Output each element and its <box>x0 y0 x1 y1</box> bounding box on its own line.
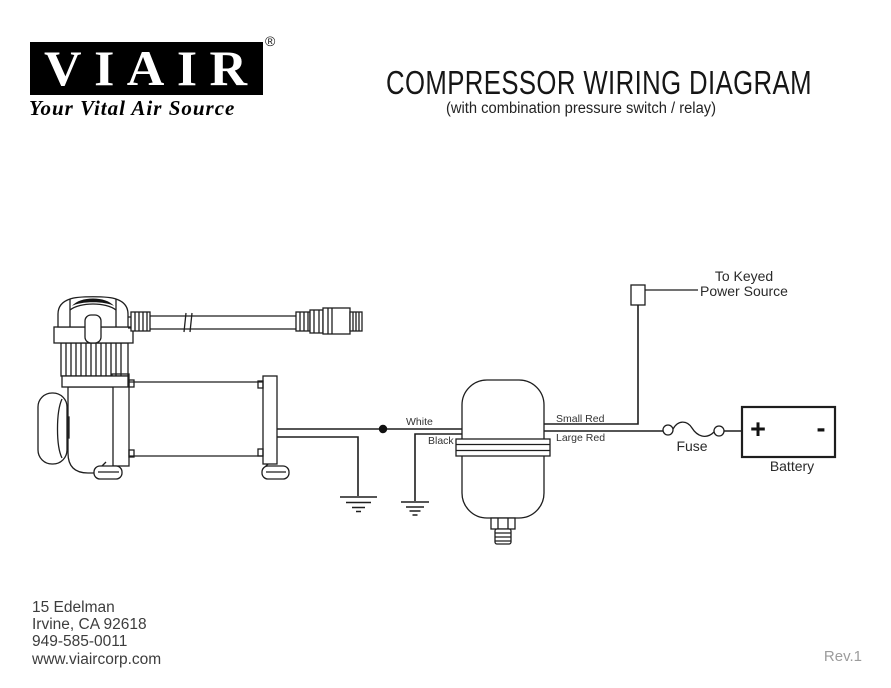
address-line-2: Irvine, CA 92618 <box>32 616 147 634</box>
page-title: COMPRESSOR WIRING DIAGRAM <box>386 64 812 101</box>
viair-logo-tagline: Your Vital Air Source <box>29 96 236 120</box>
pressure-switch-illustration <box>455 379 551 545</box>
keyed-power-label-line1: To Keyed <box>715 268 773 284</box>
wire-compressor-ground <box>277 436 359 496</box>
company-address-block: 15 Edelman Irvine, CA 92618 949-585-0011… <box>32 599 161 668</box>
leader-hose-illustration <box>128 307 363 335</box>
keyed-power-label-line2: Power Source <box>700 283 788 299</box>
viair-logo-brand: VIAIR <box>43 40 260 96</box>
wire-label-small-red: Small Red <box>556 413 605 425</box>
battery-label: Battery <box>770 458 814 474</box>
registered-trademark-icon: ® <box>265 33 276 49</box>
website-url: www.viaircorp.com <box>32 650 162 668</box>
wire-label-large-red: Large Red <box>556 432 605 444</box>
wire-small-red <box>544 305 639 425</box>
fuse-label: Fuse <box>676 438 707 454</box>
page-subtitle: (with combination pressure switch / rela… <box>445 100 717 117</box>
battery-symbol: + - <box>740 405 837 459</box>
ground-symbol-right <box>401 501 429 516</box>
compressor-illustration <box>37 296 290 480</box>
ground-symbol-left <box>340 496 377 513</box>
wire-label-white: White <box>406 416 433 428</box>
wire-black <box>414 433 462 501</box>
revision-label: Rev.1 <box>823 648 862 665</box>
fuse-symbol <box>662 421 742 438</box>
phone-number: 949-585-0011 <box>32 633 128 651</box>
wire-label-black: Black <box>428 435 454 447</box>
title-block: COMPRESSOR WIRING DIAGRAM (with combinat… <box>331 66 831 117</box>
viair-logo: VIAIR <box>30 42 263 95</box>
junction-dot <box>378 424 388 434</box>
keyed-power-connector <box>630 284 698 306</box>
battery-positive-terminal: + <box>750 414 766 444</box>
address-line-1: 15 Edelman <box>32 599 115 616</box>
battery-negative-terminal: - <box>817 413 826 443</box>
